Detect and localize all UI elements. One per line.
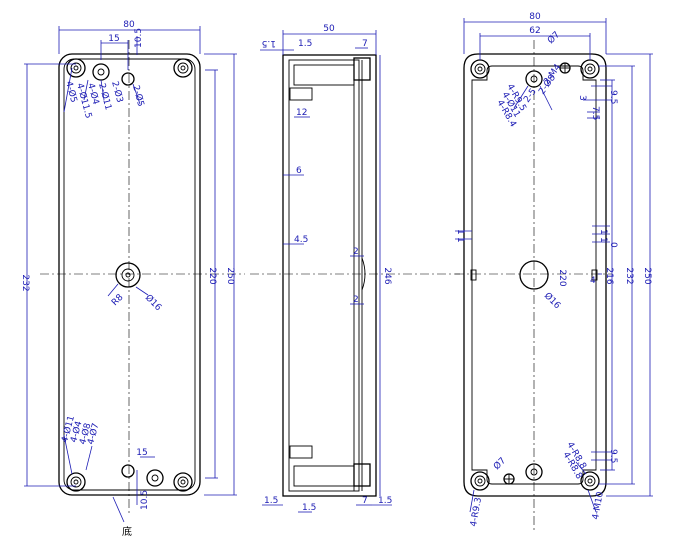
bottom-corner-hole: [173, 58, 193, 78]
side-dim: 1.5: [378, 496, 392, 506]
top-dim-height: 216: [604, 267, 614, 284]
side-view-top-lip: [293, 64, 355, 86]
side-dim: 7: [362, 496, 368, 506]
top-dim-height: 250: [642, 267, 652, 284]
bottom-view: 80 15 10.5 15 10.5 232 220 250 Ø16 R8 4-…: [20, 20, 245, 538]
top-dim-right: 1: [598, 229, 608, 235]
bottom-small-hole: [121, 464, 135, 478]
top-dim-height: 232: [624, 267, 634, 284]
bottom-view-inner-outline: [63, 58, 196, 491]
side-dim: 1.5: [298, 39, 312, 49]
bottom-boss: [92, 63, 110, 81]
bottom-small-hole: [121, 72, 135, 86]
top-dim-right: 4: [590, 276, 596, 286]
dim-top-spacing: 15: [108, 34, 119, 44]
side-dim-width: 50: [323, 24, 335, 34]
top-dim-center-hole: Ø16: [542, 290, 563, 311]
side-dim: 2: [353, 247, 359, 257]
callout-top: 4-Ø5: [63, 80, 79, 104]
dim-top-offset: 10.5: [134, 28, 144, 48]
top-dim-right: 7.5: [590, 106, 600, 120]
side-view-latch: [353, 463, 371, 487]
top-small-hole: [503, 473, 515, 485]
top-view: 80 62 220 216 232 250 Ø16 9.5 7.5 3 1 1 …: [455, 12, 653, 532]
callout-top: 2-Ø3: [109, 80, 125, 104]
top-callout: 4-M10: [591, 491, 606, 521]
top-center-hole: [519, 260, 549, 290]
top-dimension-lines: [455, 18, 653, 513]
top-view-notch: [470, 269, 477, 281]
dim-center-radius: R8: [110, 292, 126, 308]
side-dim: 1.5: [262, 38, 276, 48]
top-view-inner-outline: [471, 65, 597, 485]
top-view-notch: [591, 269, 598, 281]
side-view-latch: [353, 57, 371, 81]
bottom-view-label: 底: [122, 525, 132, 538]
side-view-wall: [288, 59, 360, 492]
bottom-boss: [146, 469, 164, 487]
top-dim-left: 1: [455, 237, 465, 243]
top-corner-hole: [470, 59, 490, 79]
bottom-dimension-lines: [24, 26, 237, 523]
side-dim: 1.5: [302, 503, 316, 513]
side-dim: 6: [296, 166, 302, 176]
top-dim-right: 9.5: [608, 449, 618, 463]
top-corner-hole: [580, 59, 600, 79]
side-dim-height: 246: [382, 267, 392, 284]
side-dim: 7: [362, 39, 368, 49]
top-dim-width-inner: 62: [529, 26, 540, 36]
top-boss: [525, 70, 543, 88]
top-small-hole: [559, 62, 571, 74]
side-dim: 4.5: [294, 235, 308, 245]
top-dim-height: 220: [557, 269, 567, 286]
side-dim: 1.5: [264, 496, 278, 506]
side-view-rib: [289, 87, 313, 101]
side-view-outline: [282, 54, 377, 497]
side-view-rib: [289, 445, 313, 459]
bottom-corner-hole: [173, 472, 193, 492]
side-dimension-lines: [260, 30, 392, 513]
dim-height-total: 250: [225, 267, 235, 284]
dim-height-outer: 232: [20, 274, 30, 291]
callout-top: 2-Ø5: [130, 84, 146, 108]
side-view-bottom-lip: [293, 465, 355, 487]
dim-width: 80: [123, 20, 135, 30]
side-dim: 2: [353, 295, 359, 305]
top-dim-left: 1: [455, 229, 465, 235]
top-callout: Ø7: [491, 455, 508, 472]
top-callout: 4-R9.3: [469, 497, 484, 528]
bottom-corner-hole: [66, 58, 86, 78]
bottom-center-hole: [115, 262, 141, 288]
dim-center-hole: Ø16: [143, 292, 164, 313]
top-dim-width-outer: 80: [529, 12, 541, 22]
top-dim-right: 3: [577, 95, 587, 101]
top-dim-right: 1: [598, 237, 608, 243]
top-corner-hole: [580, 471, 600, 491]
bottom-corner-hole: [66, 472, 86, 492]
side-dim: 12: [296, 108, 307, 118]
dim-bottom-spacing: 15: [136, 448, 147, 458]
side-view: 50 1.5 1.5 7 12 6 4.5 2 2 246 1.5 1.5 7 …: [250, 24, 460, 513]
top-boss: [525, 463, 543, 481]
dim-height-mid: 220: [207, 267, 217, 284]
dim-bottom-offset: 10.5: [140, 490, 150, 510]
top-callout: Ø7: [545, 29, 562, 46]
top-dim-right: 9.5: [608, 90, 618, 104]
top-view-outline: [463, 53, 607, 497]
callout-bottom: 4-Ø7: [85, 422, 101, 446]
top-dim-right: 0: [608, 242, 618, 248]
top-corner-hole: [470, 471, 490, 491]
bottom-view-outline: [58, 53, 201, 496]
